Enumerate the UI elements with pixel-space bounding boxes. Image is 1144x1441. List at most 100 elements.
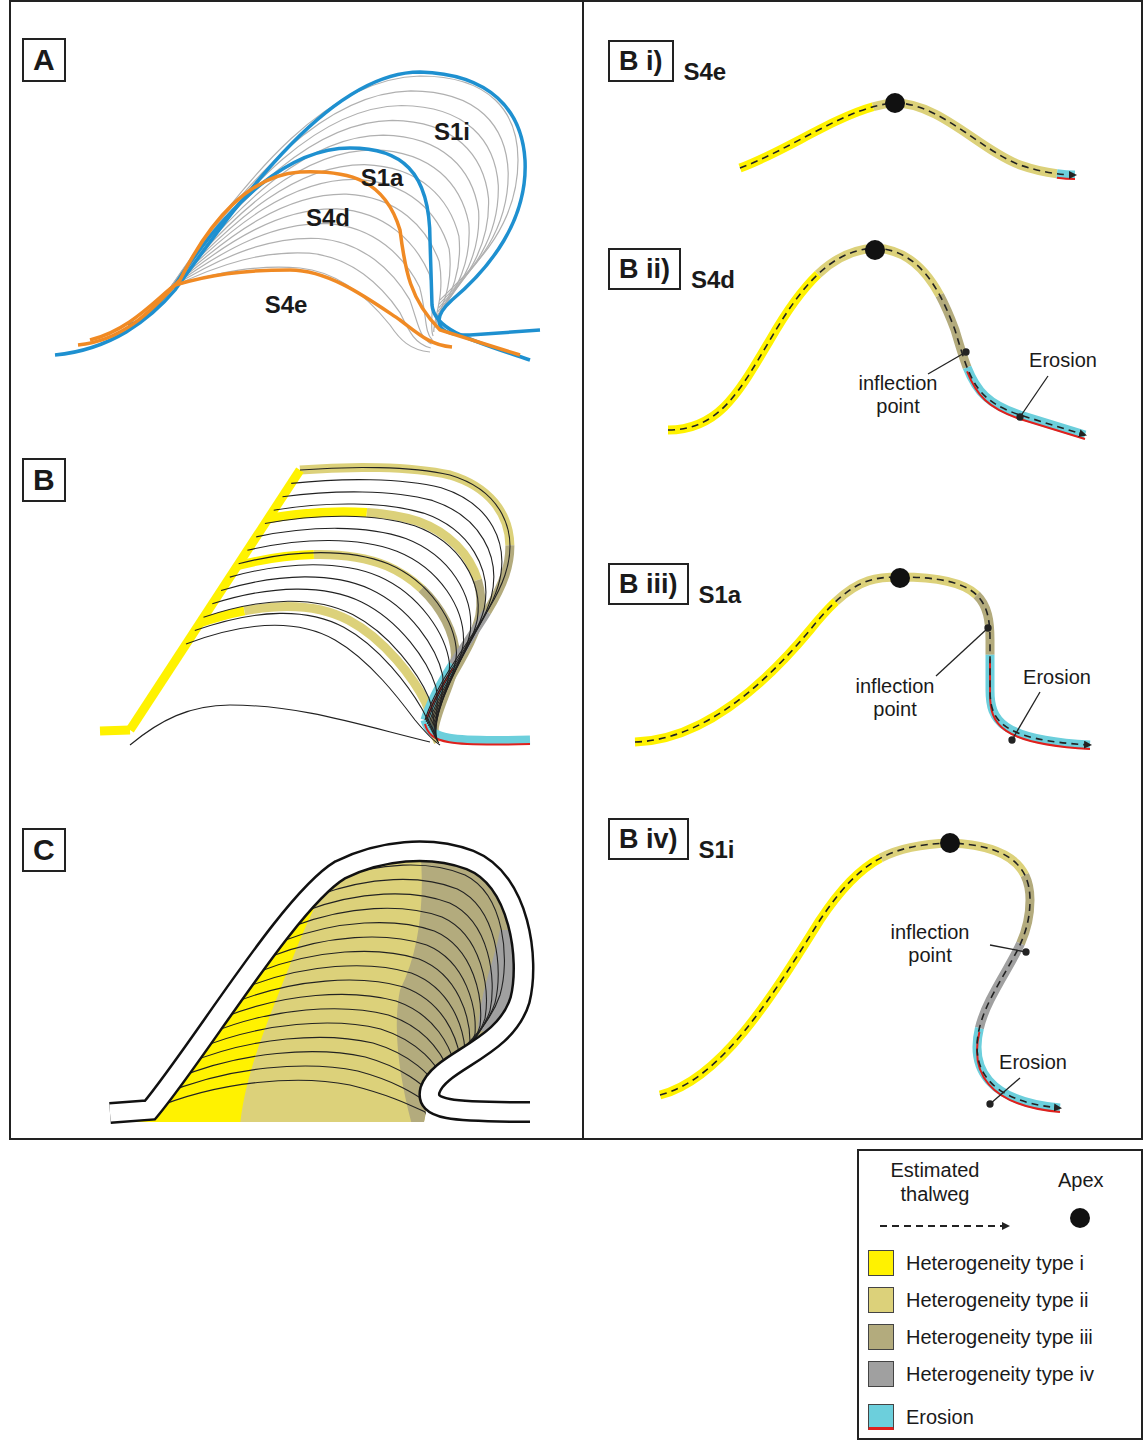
drawing-stroke [990, 945, 1026, 952]
drawing-stroke [110, 851, 530, 1113]
drawing-stroke [668, 248, 1085, 435]
legend-text: Apex [1058, 1168, 1104, 1192]
drawing-stroke [300, 467, 510, 720]
drawing-stroke [274, 504, 486, 726]
panel-label: B iv)S1i [608, 818, 689, 860]
drawing-stroke [300, 467, 510, 720]
surface-name: S1i [434, 118, 470, 146]
panel-a-curves [55, 72, 540, 360]
callout-label: inflection point [840, 675, 950, 721]
panel-letter: B i) [619, 46, 663, 76]
drawing-stroke [740, 103, 1075, 175]
drawing-stroke [150, 1080, 428, 1118]
drawing-stroke [170, 76, 518, 300]
drawing-stroke [1020, 376, 1048, 417]
callout-label: Erosion [1029, 349, 1097, 372]
legend-swatch [868, 1361, 894, 1387]
panel-label: B [22, 458, 66, 502]
panel-label: B ii)S4d [608, 248, 681, 290]
surface-name: S4e [265, 291, 308, 319]
drawing-stroke [635, 581, 1090, 749]
drawing-stroke [425, 720, 530, 741]
panel-label: B i)S4e [608, 40, 674, 82]
panel-letter: B [33, 463, 55, 496]
outline-band [110, 851, 530, 1113]
apex-dots [865, 93, 960, 853]
panel-letter: B iv) [619, 824, 678, 854]
drawing-stroke [1009, 737, 1015, 743]
legend-box [858, 1150, 1142, 1439]
drawing-stroke [635, 577, 1090, 745]
drawing-stroke [1012, 692, 1040, 740]
stage-name: S4d [691, 266, 735, 294]
drawing-stroke [265, 516, 478, 728]
drawing-stroke [668, 252, 1085, 439]
drawing-stroke [170, 267, 430, 352]
panel-label: A [22, 38, 66, 82]
drawing-stroke [128, 148, 530, 360]
drawing-stroke [230, 565, 450, 736]
drawing-stroke [1017, 414, 1023, 420]
drawing-stroke [936, 628, 988, 676]
drawing-stroke [1023, 949, 1029, 955]
drawing-stroke [186, 1037, 440, 1113]
drawing-stroke [425, 724, 530, 745]
drawing-stroke [1070, 1208, 1090, 1228]
panel-letter: C [33, 833, 55, 866]
divider [582, 1, 584, 1139]
drawing-stroke [90, 270, 452, 347]
drawing-stroke [268, 512, 481, 727]
legend-samples [880, 1208, 1090, 1228]
drawing-stroke [940, 833, 960, 853]
drawing-stroke [200, 607, 439, 742]
drawing-stroke [635, 577, 1090, 745]
drawing-stroke [668, 248, 1085, 435]
legend-text: Heterogeneity type i [906, 1251, 1084, 1275]
fill-regions [100, 840, 560, 1130]
drawing-stroke [885, 93, 905, 113]
callout-label: Erosion [1023, 666, 1091, 689]
panel-letter: B iii) [619, 569, 678, 599]
stage-name: S1a [699, 581, 742, 609]
drawing-stroke [865, 240, 885, 260]
legend-text: Heterogeneity type ii [906, 1288, 1088, 1312]
drawing-stroke [740, 103, 1075, 175]
panel-label: C [22, 828, 66, 872]
legend-text: Erosion [906, 1405, 974, 1429]
panel-label: B iii)S1a [608, 563, 689, 605]
stage-name: S4e [684, 58, 727, 86]
drawing-stroke [130, 705, 430, 745]
drawing-stroke [990, 1078, 1020, 1104]
drawing-stroke [200, 607, 439, 742]
callout-label: inflection point [875, 921, 985, 967]
drawing-stroke [162, 1066, 430, 1116]
drawing-stroke [170, 194, 441, 332]
drawing-stroke [100, 840, 335, 1125]
drawing-stroke [668, 248, 1085, 435]
drawing-stroke [268, 512, 481, 727]
drawing-stroke [740, 103, 1075, 175]
drawing-stroke [880, 1225, 1008, 1227]
drawing-stroke [78, 172, 520, 355]
legend-text: Estimated thalweg [875, 1158, 995, 1206]
drawing-stroke [300, 467, 510, 720]
drawing-stroke [170, 253, 431, 348]
drawing-stroke [221, 577, 443, 737]
drawing-stroke [210, 1009, 450, 1111]
drawing-stroke [985, 625, 991, 631]
drawing-stroke [963, 349, 969, 355]
callout-label: Erosion [999, 1051, 1067, 1074]
profile-curves [635, 103, 1090, 1112]
drawing-stroke [174, 1052, 435, 1115]
drawing-stroke [668, 248, 1085, 435]
drawing-stroke [186, 625, 440, 745]
drawing-stroke [635, 577, 1090, 745]
drawing-stroke [635, 577, 1090, 745]
leader-lines [928, 349, 1048, 1107]
drawing-stroke [170, 179, 450, 328]
drawing-stroke [100, 730, 130, 731]
drawing-stroke [300, 467, 510, 720]
drawing-stroke [198, 1023, 445, 1112]
frame [10, 1, 1142, 1139]
